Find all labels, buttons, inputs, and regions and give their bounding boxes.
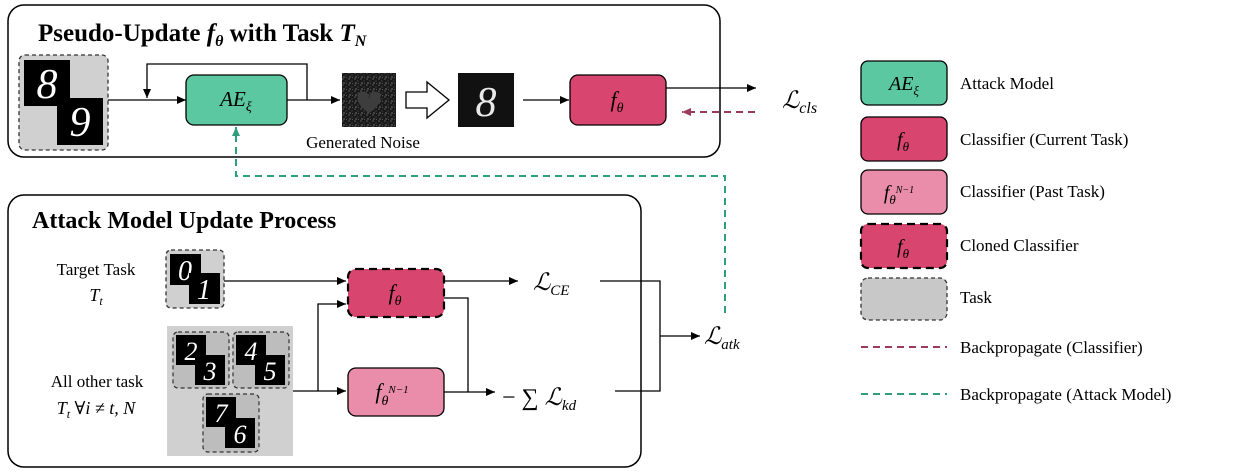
digit-image: 8 (37, 62, 58, 108)
digit-image: 6 (234, 420, 247, 449)
legend-classifier-past-swatch (860, 169, 948, 215)
legend-cloned-classifier-symbol: fθ (897, 236, 910, 261)
digit-output-image (458, 73, 514, 127)
legend-classifier-past-label: Classifier (Past Task) (960, 182, 1105, 201)
noise-heart-shape (357, 91, 381, 113)
feedback-loop-line (143, 63, 308, 100)
legend: AEξ Attack Model fθ Classifier (Current … (859, 60, 1171, 404)
legend-backprop-classifier-label: Backpropagate (Classifier) (960, 338, 1143, 357)
classifier-current-label: fθ (610, 87, 623, 116)
digit-image: 5 (264, 357, 277, 386)
other-task-label: All other task (51, 372, 144, 391)
loss-kd: − ∑ ℒkd (502, 385, 577, 414)
classifier-past-label: fθN−1 (375, 379, 408, 409)
bottom-panel-frame (7, 194, 642, 468)
top-task-images: 8 9 (18, 54, 109, 151)
classifier-current-box (569, 74, 667, 126)
top-panel-title: Pseudo-Update fθ with Task TN (38, 20, 368, 50)
loss-atk: ℒatk (704, 324, 740, 353)
loss-cls: ℒcls (782, 88, 817, 117)
digit-image: 3 (203, 357, 217, 386)
legend-task-label: Task (960, 288, 992, 307)
legend-classifier-past-symbol: fθN−1 (884, 182, 914, 207)
noise-caption: Generated Noise (306, 133, 420, 152)
legend-classifier-current-label: Classifier (Current Task) (960, 130, 1128, 149)
cloned-classifier-box (346, 267, 446, 319)
target-task-symbol: Tt (89, 285, 103, 308)
flow-line (444, 297, 469, 392)
legend-attack-model-label: Attack Model (960, 74, 1054, 93)
loss-ce: ℒCE (533, 270, 569, 299)
target-task-images: 0 1 (165, 249, 225, 309)
legend-backprop-attack-label: Backpropagate (Attack Model) (960, 385, 1171, 404)
other-task-images: 2 3 4 5 7 6 (167, 326, 293, 456)
flow-arrow (317, 300, 346, 391)
digit-image: 4 (245, 337, 258, 366)
digit-image: 2 (185, 337, 198, 366)
attack-model-label: AEξ (218, 87, 252, 115)
digit-image: 8 (476, 80, 497, 126)
bottom-panel-title: Attack Model Update Process (32, 208, 336, 234)
legend-classifier-current-swatch (860, 116, 948, 162)
digit-image: 1 (197, 275, 211, 306)
other-task-symbol: Tt ∀i ≠ t, N (57, 398, 137, 421)
digit-image: 0 (178, 256, 192, 287)
cloned-classifier-label: fθ (388, 280, 401, 309)
legend-classifier-current-symbol: fθ (897, 129, 910, 154)
legend-task-swatch (860, 277, 948, 321)
hollow-arrow (405, 80, 451, 120)
legend-cloned-classifier-swatch (859, 222, 949, 270)
legend-cloned-classifier-label: Cloned Classifier (960, 236, 1079, 255)
backprop-attack-line (232, 127, 726, 313)
target-task-label: Target Task (57, 260, 136, 279)
legend-attack-model-swatch (860, 60, 948, 106)
legend-attack-model-symbol: AEξ (887, 73, 919, 98)
digit-image: 9 (70, 100, 91, 146)
